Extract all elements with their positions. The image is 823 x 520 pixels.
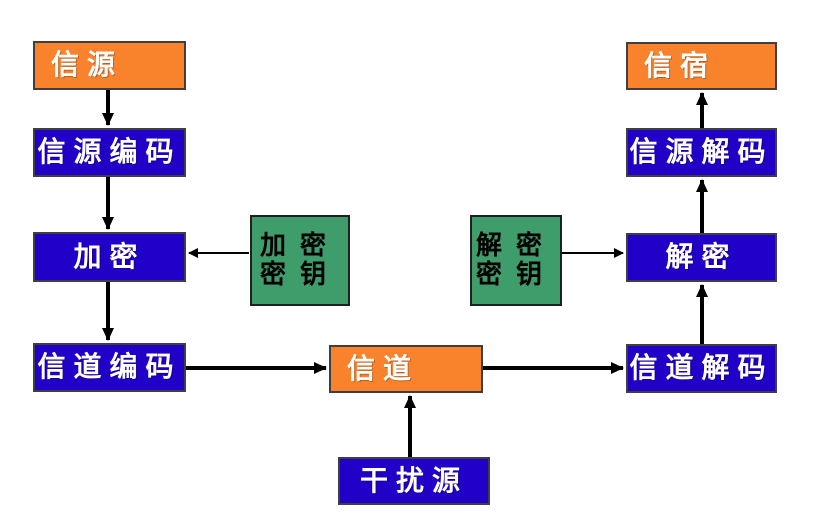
node-destination: 信宿: [626, 42, 777, 90]
node-decrypt: 解密: [626, 233, 777, 282]
node-encrypt-key-line1: 加密: [259, 230, 340, 261]
node-channel-decoder: 信道解码: [626, 344, 777, 393]
node-source: 信源: [33, 41, 186, 90]
node-decrypt-label: 解密: [665, 240, 738, 274]
node-source-label: 信源: [51, 48, 124, 82]
node-decrypt-key: 解密 密钥: [470, 215, 562, 306]
node-source-decoder: 信源解码: [626, 128, 777, 177]
node-source-encoder: 信源编码: [33, 128, 186, 177]
node-decrypt-key-line1: 解密: [475, 230, 556, 261]
node-encrypt-label: 加密: [73, 239, 146, 273]
node-decrypt-key-line2: 密钥: [475, 259, 556, 290]
node-source-encoder-label: 信源编码: [37, 135, 182, 169]
node-encrypt-key: 加密 密钥: [250, 215, 350, 306]
node-channel-decoder-label: 信道解码: [629, 351, 774, 385]
node-source-decoder-label: 信源解码: [629, 135, 774, 169]
node-channel-encoder-label: 信道编码: [37, 350, 182, 384]
node-channel: 信道: [329, 345, 483, 393]
node-noise-source: 干扰源: [338, 457, 490, 505]
node-encrypt: 加密: [33, 232, 186, 282]
node-noise-source-label: 干扰源: [359, 463, 468, 497]
node-destination-label: 信宿: [644, 48, 717, 82]
node-channel-encoder: 信道编码: [33, 343, 186, 392]
node-channel-label: 信道: [347, 351, 420, 385]
node-encrypt-key-line2: 密钥: [259, 259, 340, 290]
